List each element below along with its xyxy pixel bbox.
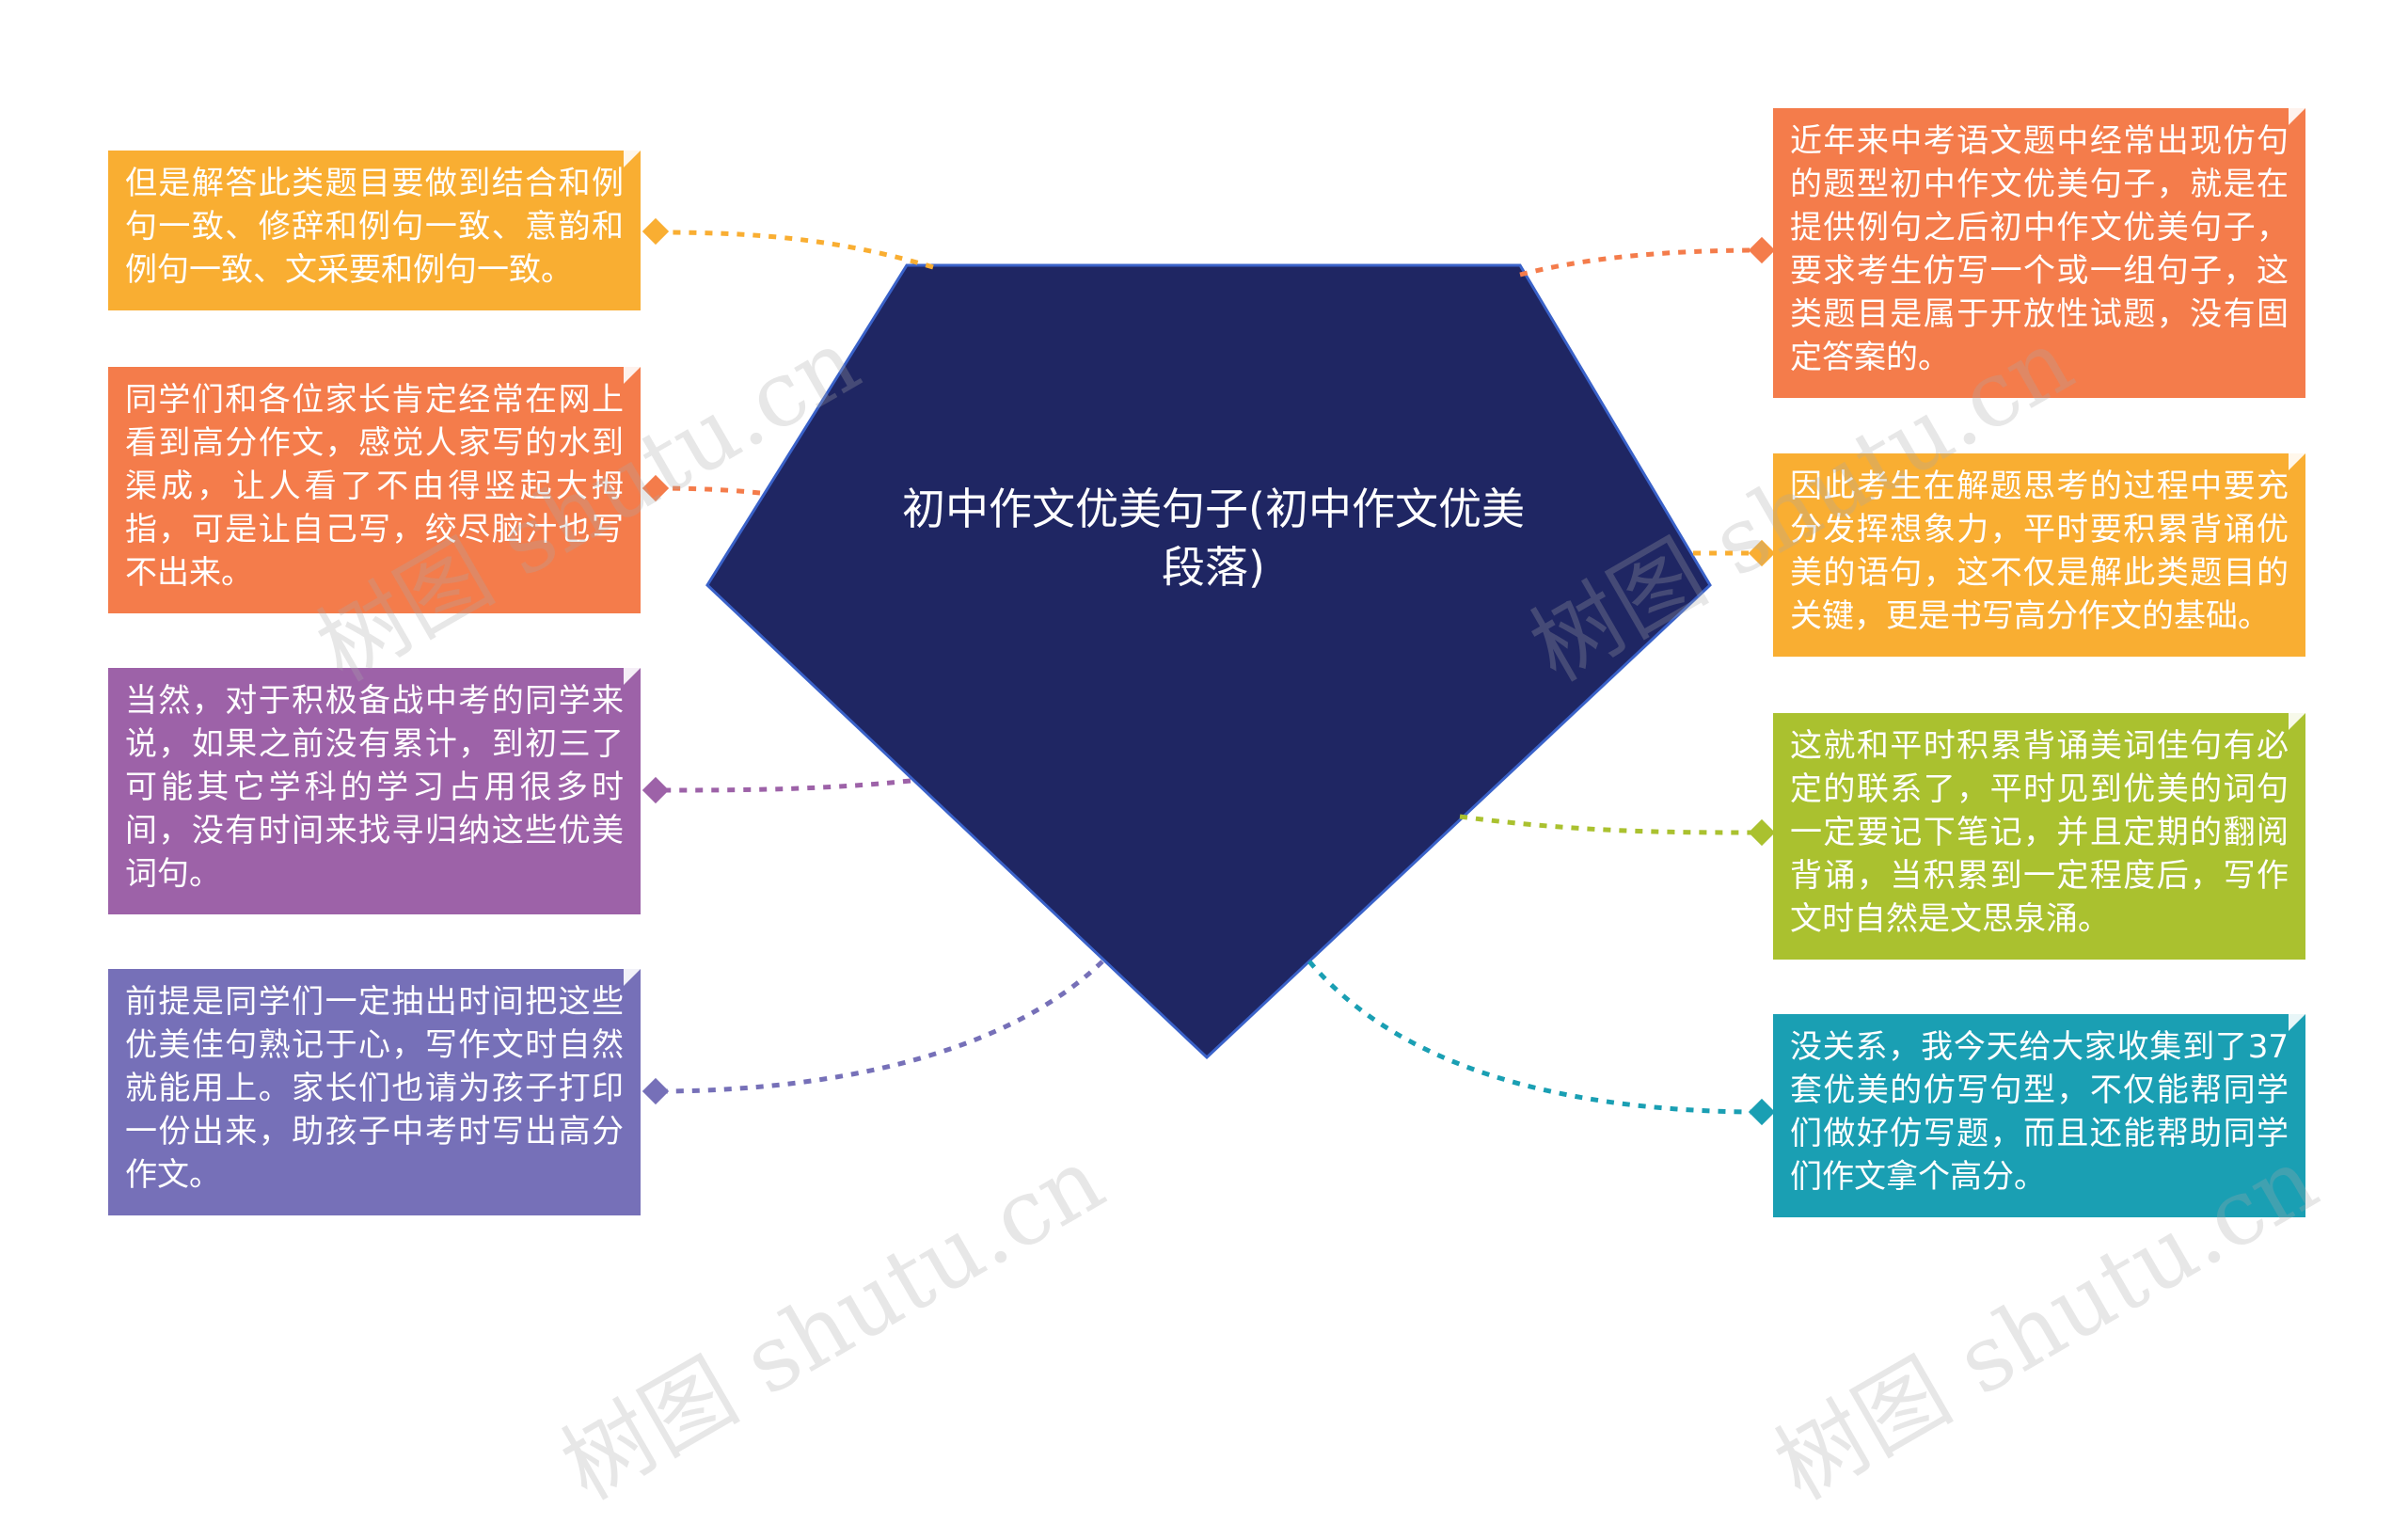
connector-r1 bbox=[1519, 247, 1762, 278]
connector-r4 bbox=[1307, 960, 1762, 1115]
center-pentagon[interactable] bbox=[705, 263, 1712, 1060]
topic-node-r4[interactable]: 没关系，我今天给大家收集到了37套优美的仿写句型，不仅能帮同学们做好仿写题，而且… bbox=[1773, 1014, 2305, 1217]
connector-dot-l2 bbox=[642, 474, 670, 502]
center-topic-title[interactable]: 初中作文优美句子(初中作文优美段落) bbox=[902, 484, 1525, 593]
connector-dot-r2 bbox=[1748, 539, 1776, 567]
topic-node-text: 因此考生在解题思考的过程中要充分发挥想象力，平时要积累背诵优美的语句，这不仅是解… bbox=[1790, 468, 2289, 635]
topic-node-r2[interactable]: 因此考生在解题思考的过程中要充分发挥想象力，平时要积累背诵优美的语句，这不仅是解… bbox=[1773, 453, 2305, 657]
connector-dot-r4 bbox=[1748, 1098, 1776, 1126]
connector-l4 bbox=[656, 960, 1104, 1094]
topic-node-text: 这就和平时积累背诵美词佳句有必定的联系了，平时见到优美的词句一定要记下笔记，并且… bbox=[1790, 727, 2289, 938]
connector-dot-l3 bbox=[642, 776, 670, 804]
topic-node-text: 近年来中考语文题中经常出现仿句的题型初中作文优美句子，就是在提供例句之后初中作文… bbox=[1790, 122, 2289, 376]
connector-dot-r1 bbox=[1748, 236, 1776, 264]
connector-dot-l4 bbox=[642, 1077, 670, 1105]
connector-l2 bbox=[656, 485, 761, 496]
connector-layer bbox=[642, 217, 1776, 1126]
connector-l1 bbox=[656, 230, 934, 270]
topic-node-text: 同学们和各位家长肯定经常在网上看到高分作文，感觉人家写的水到渠成，让人看了不由得… bbox=[125, 381, 624, 592]
topic-node-r3[interactable]: 这就和平时积累背诵美词佳句有必定的联系了，平时见到优美的词句一定要记下笔记，并且… bbox=[1773, 713, 2305, 960]
topic-node-text: 前提是同学们一定抽出时间把这些优美佳句熟记于心，写作文时自然就能用上。家长们也请… bbox=[125, 983, 624, 1194]
topic-node-l1[interactable]: 但是解答此类题目要做到结合和例句一致、修辞和例句一致、意韵和例句一致、文采要和例… bbox=[108, 151, 641, 310]
topic-node-l3[interactable]: 当然，对于积极备战中考的同学来说，如果之前没有累计，到初三了可能其它学科的学习占… bbox=[108, 668, 641, 914]
topic-node-l4[interactable]: 前提是同学们一定抽出时间把这些优美佳句熟记于心，写作文时自然就能用上。家长们也请… bbox=[108, 969, 641, 1215]
connector-dot-l1 bbox=[642, 217, 670, 246]
mind-map-canvas: 初中作文优美句子(初中作文优美段落) 但是解答此类题目要做到结合和例句一致、修辞… bbox=[108, 108, 2334, 1520]
topic-node-text: 当然，对于积极备战中考的同学来说，如果之前没有累计，到初三了可能其它学科的学习占… bbox=[125, 682, 624, 893]
topic-node-l2[interactable]: 同学们和各位家长肯定经常在网上看到高分作文，感觉人家写的水到渠成，让人看了不由得… bbox=[108, 367, 641, 613]
topic-node-r1[interactable]: 近年来中考语文题中经常出现仿句的题型初中作文优美句子，就是在提供例句之后初中作文… bbox=[1773, 108, 2305, 398]
topic-node-text: 但是解答此类题目要做到结合和例句一致、修辞和例句一致、意韵和例句一致、文采要和例… bbox=[125, 165, 624, 289]
connector-l3 bbox=[656, 778, 911, 793]
connector-dot-r3 bbox=[1748, 818, 1776, 847]
connector-r3 bbox=[1459, 814, 1762, 835]
topic-node-text: 没关系，我今天给大家收集到了37套优美的仿写句型，不仅能帮同学们做好仿写题，而且… bbox=[1790, 1028, 2289, 1196]
